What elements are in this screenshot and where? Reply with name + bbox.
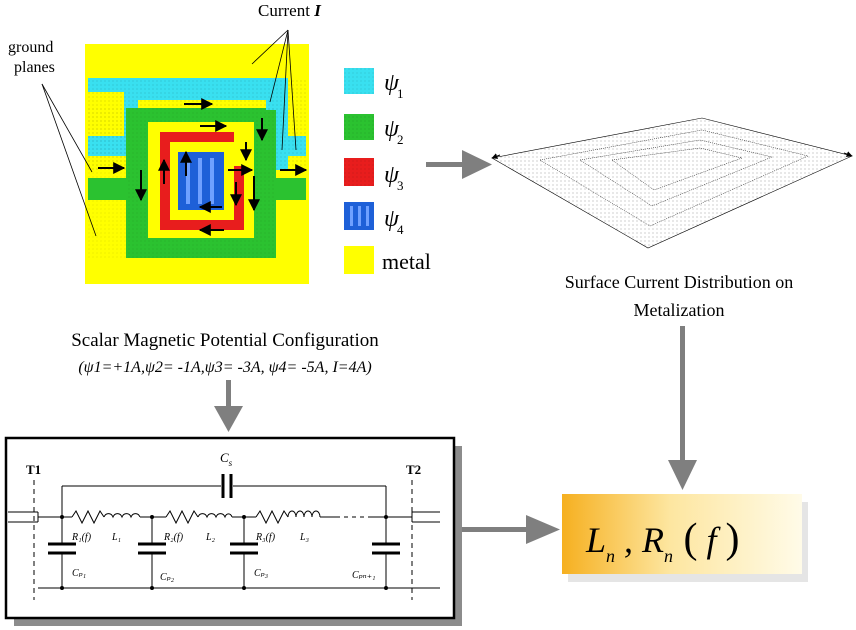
arrow-caption-to-result xyxy=(668,326,697,490)
result-box: Ln , Rn ( f ) xyxy=(562,494,808,582)
l3-label: L₃ xyxy=(299,532,310,543)
arrow-circuit-to-result xyxy=(460,515,560,544)
result-formula: Ln , Rn ( f ) xyxy=(585,516,740,566)
ground-planes-label-2: planes xyxy=(14,59,55,76)
inductor-l1 xyxy=(103,513,141,519)
spiral-inductor-layout xyxy=(41,29,309,284)
cp2-label: Cₚ₂ xyxy=(160,572,175,583)
svg-text:4: 4 xyxy=(397,222,404,237)
cs-label: Cs xyxy=(220,450,233,468)
surface-current-caption-1: Surface Current Distribution on xyxy=(565,272,793,292)
scalar-values: (ψ1=+1A,ψ2= -1A,ψ3= -3A, ψ4= -5A, I=4A) xyxy=(78,359,371,376)
legend: ψ 1 ψ 2 ψ 3 ψ 4 metal xyxy=(344,68,431,274)
legend-item-psi1: ψ 1 xyxy=(344,68,404,101)
flow-arrows xyxy=(214,150,697,544)
cpn1-label: Cₚₙ₊₁ xyxy=(352,570,375,581)
surface-current-caption-2: Metalization xyxy=(634,300,725,320)
svg-text:2: 2 xyxy=(397,132,404,147)
svg-text:1: 1 xyxy=(397,86,404,101)
arrow-layout-to-mesh xyxy=(426,150,492,179)
svg-text:ψ: ψ xyxy=(384,162,400,188)
svg-text:ψ: ψ xyxy=(384,206,400,232)
inductor-l2 xyxy=(197,513,233,519)
psi4-region xyxy=(178,152,224,210)
equivalent-circuit: T1 T2 xyxy=(4,436,462,626)
arrow-title-to-circuit xyxy=(214,380,243,432)
capacitor-cs xyxy=(221,474,233,498)
r1-label: R₁(f) xyxy=(71,532,92,543)
capacitor-cpn1 xyxy=(372,542,400,555)
svg-text:ψ: ψ xyxy=(384,116,400,142)
l2-label: L₂ xyxy=(205,532,216,543)
resistor-r2 xyxy=(165,509,199,525)
legend-item-metal: metal xyxy=(344,246,431,274)
cp3-label: Cₚ₃ xyxy=(254,568,269,579)
legend-item-psi2: ψ 2 xyxy=(344,114,404,147)
port-t2-label: T2 xyxy=(406,462,421,477)
svg-text:metal: metal xyxy=(382,249,431,274)
inductor-l3 xyxy=(287,510,321,518)
surface-current-mesh xyxy=(491,117,853,249)
capacitor-cp3 xyxy=(230,542,258,555)
resistor-r3 xyxy=(255,509,289,525)
r3-label: R₃(f) xyxy=(255,532,276,543)
svg-text:3: 3 xyxy=(397,178,404,193)
current-label: Current I xyxy=(258,1,322,20)
legend-item-psi3: ψ 3 xyxy=(344,158,404,193)
scalar-title: Scalar Magnetic Potential Configuration xyxy=(71,330,379,351)
pointer-lines xyxy=(41,29,297,237)
r2-label: R₂(f) xyxy=(163,532,184,543)
l1-label: L₁ xyxy=(111,532,121,543)
capacitor-cp1 xyxy=(48,542,76,555)
ground-planes-label-1: ground xyxy=(8,39,53,56)
legend-item-psi4: ψ 4 xyxy=(344,202,404,237)
cp1-label: Cₚ₁ xyxy=(72,568,86,579)
port-t1-label: T1 xyxy=(26,462,41,477)
capacitor-cp2 xyxy=(138,542,166,555)
resistor-r1 xyxy=(71,509,105,525)
svg-text:ψ: ψ xyxy=(384,70,400,96)
current-arrows xyxy=(98,98,308,236)
